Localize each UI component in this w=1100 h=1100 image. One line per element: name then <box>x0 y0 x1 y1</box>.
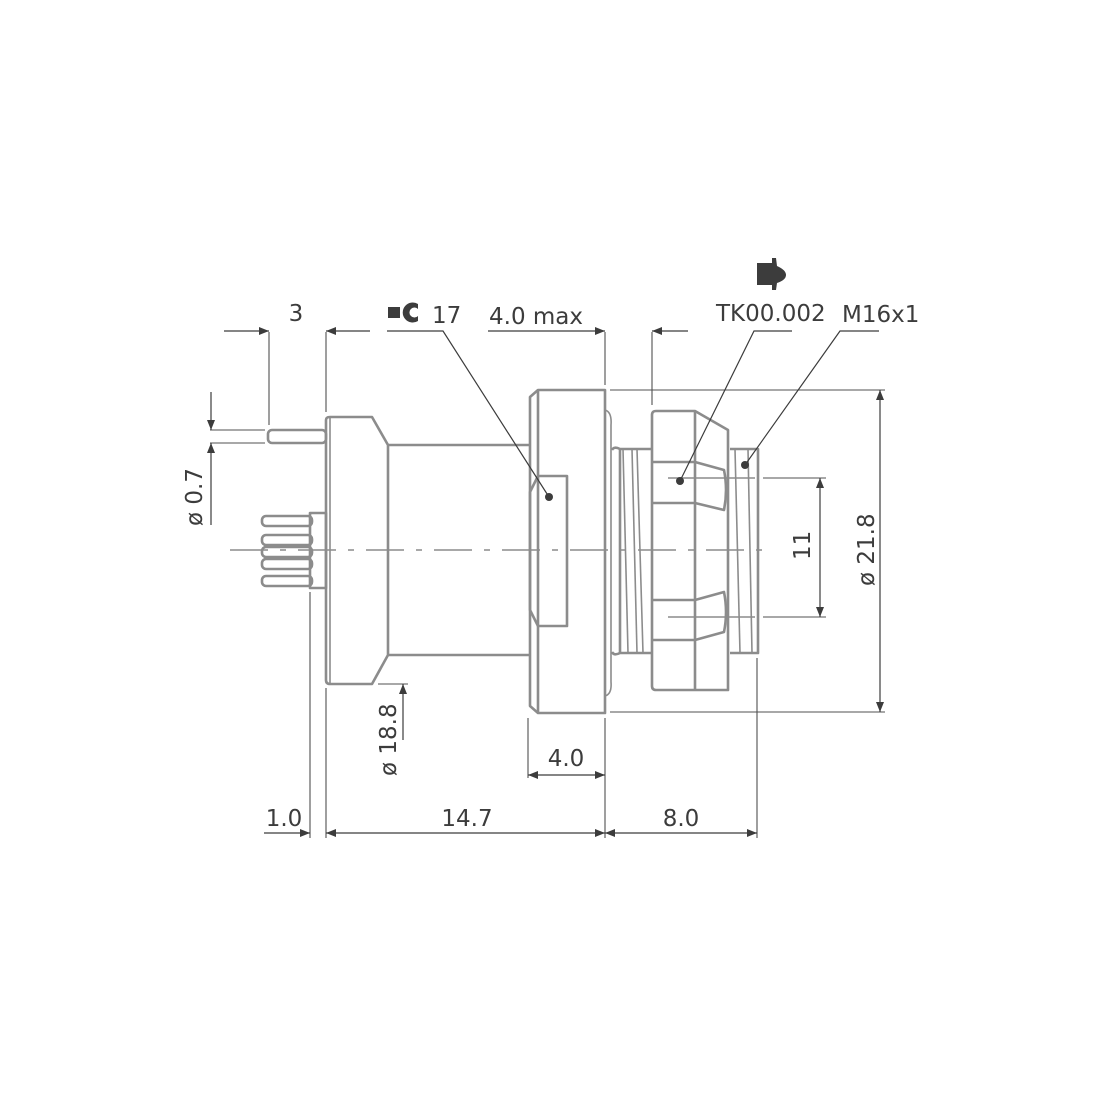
dimension-lines <box>207 327 884 837</box>
panel-nut-icon <box>757 258 786 290</box>
panel-thickness-label: 4.0 max <box>489 304 583 330</box>
leader-lines <box>387 330 879 501</box>
body-length-label: 14.7 <box>441 806 492 832</box>
opening-label: 11 <box>790 531 816 560</box>
body-diameter-label: ø 18.8 <box>376 703 402 776</box>
wrench-size-label: 17 <box>432 303 461 329</box>
flange-width-label: 4.0 <box>548 746 585 772</box>
pin-length-label: 3 <box>289 301 304 327</box>
offset-label: 1.0 <box>266 806 303 832</box>
part-number-label: TK00.002 <box>715 301 826 327</box>
threaded-sleeve <box>610 446 652 656</box>
hex-flange <box>528 388 612 715</box>
panel-nut <box>650 409 755 692</box>
rear-pins <box>260 428 328 590</box>
front-thread <box>730 447 760 655</box>
front-length-label: 8.0 <box>663 806 700 832</box>
outer-diameter-label: ø 21.8 <box>854 513 880 586</box>
body-cylinder <box>388 443 530 657</box>
pin-diameter-label: ø 0.7 <box>182 468 208 526</box>
wrench-icon <box>388 302 418 323</box>
thread-label: M16x1 <box>842 302 919 328</box>
